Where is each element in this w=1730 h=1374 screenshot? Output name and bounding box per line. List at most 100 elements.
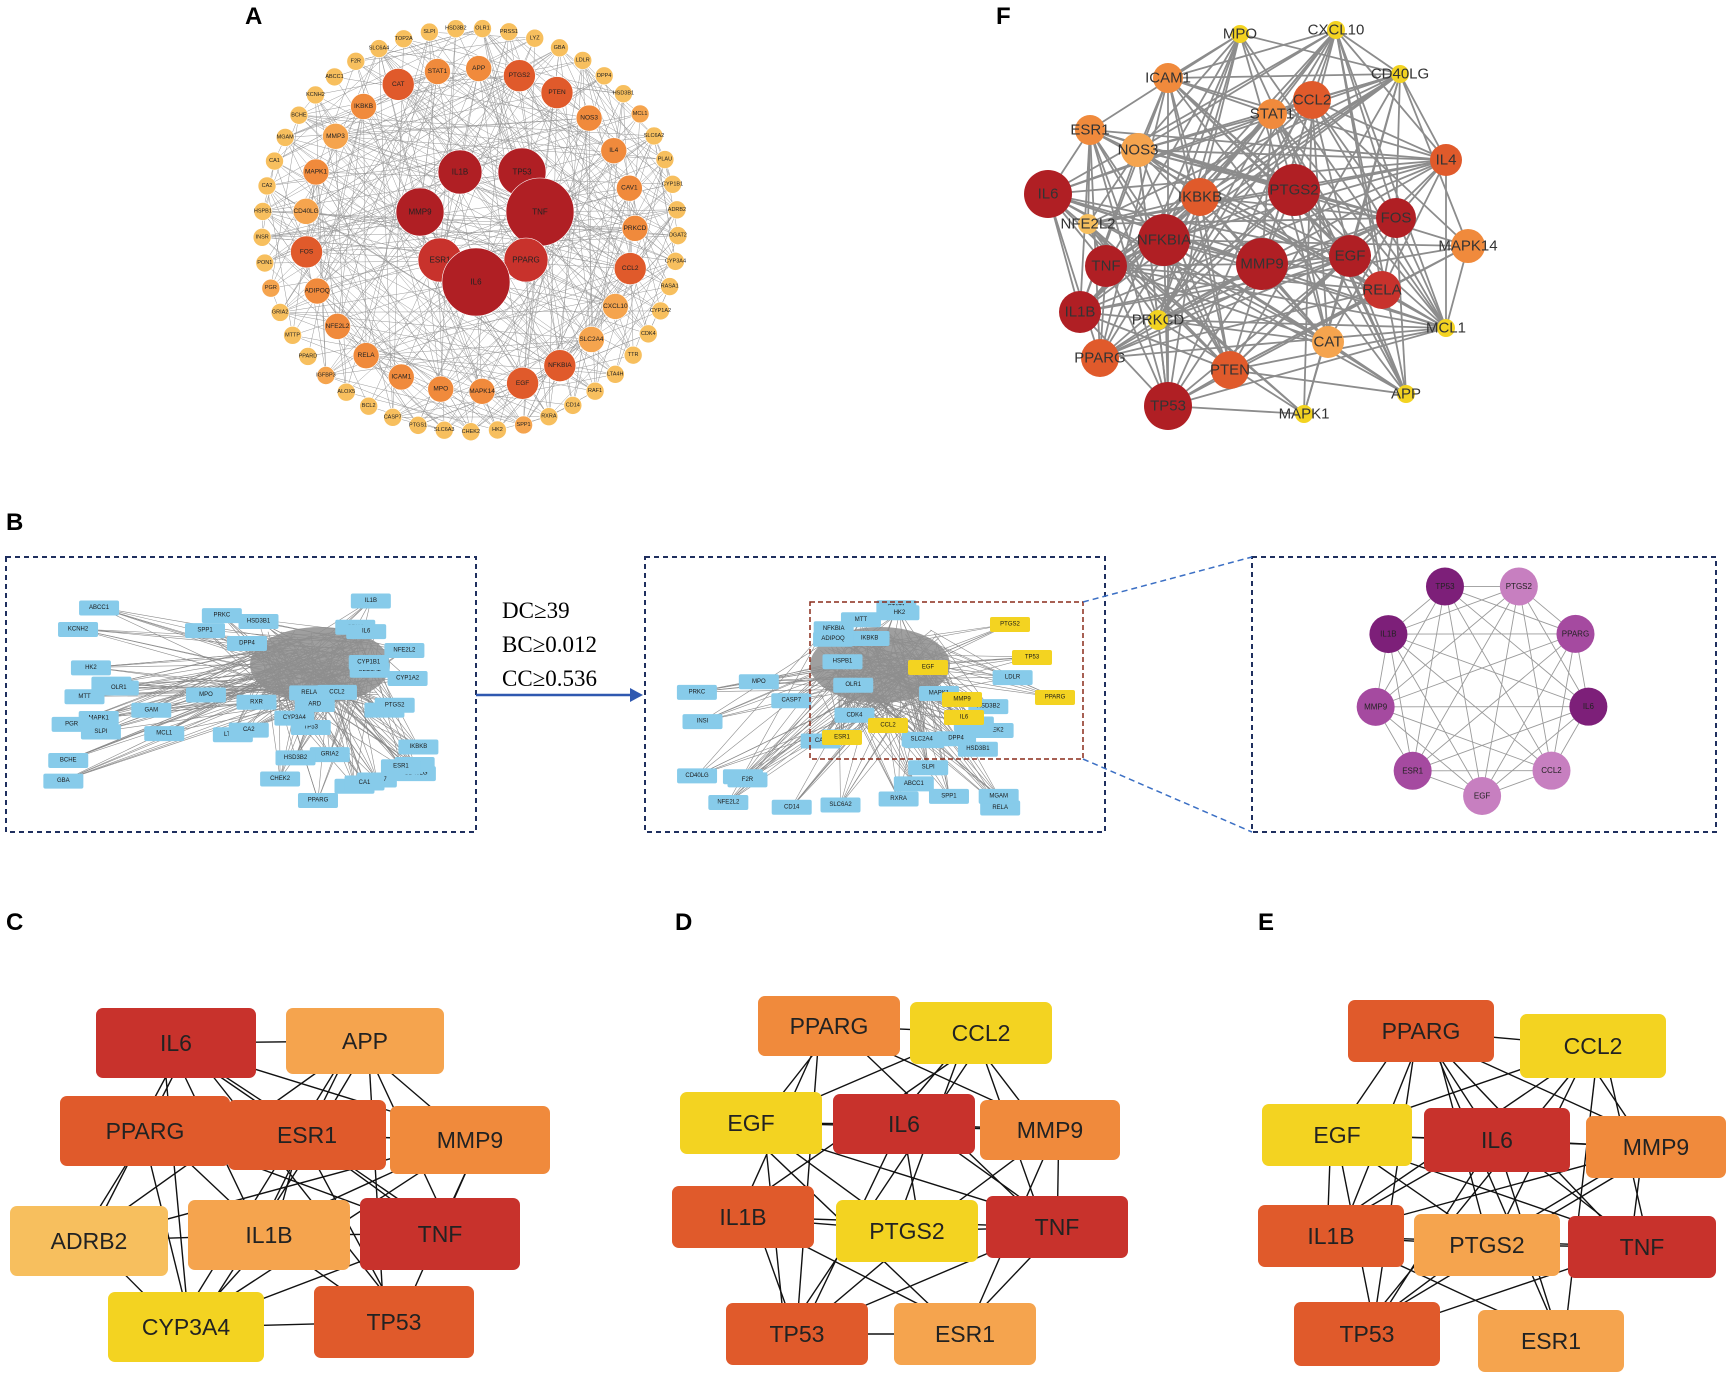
node-spp1	[514, 415, 533, 435]
node-egf	[1329, 235, 1371, 277]
hub-node-ccl2	[1520, 1014, 1666, 1078]
box-node-label-tp53: TP53	[1025, 655, 1040, 661]
node-icam1	[1153, 63, 1183, 93]
hub-node-label-egf: EGF	[1313, 1122, 1360, 1148]
network-edge	[1167, 196, 1201, 407]
box-node-label-adipoq: ADIPOQ	[821, 636, 845, 642]
hub-node-label-app: APP	[342, 1028, 388, 1054]
network-edge	[317, 290, 498, 431]
node-label-dpp4: DPP4	[597, 73, 611, 79]
hub-node-label-esr1: ESR1	[277, 1122, 337, 1148]
node-label-rela: RELA	[358, 352, 376, 359]
network-edge	[307, 106, 364, 357]
network-edge	[785, 1032, 988, 1335]
node-label-chek2: CHEK2	[462, 429, 480, 435]
node-fos	[290, 235, 323, 269]
network-edge	[306, 48, 380, 252]
hub-node-label-tp53: TP53	[770, 1321, 825, 1347]
hub-node-label-adrb2: ADRB2	[51, 1228, 128, 1254]
hub-node-egf	[680, 1092, 822, 1154]
node-il1b	[1059, 291, 1101, 333]
network-edge	[266, 185, 402, 378]
node-label-cat: CAT	[1314, 334, 1343, 351]
box-node-label-mapk1: MAPK1	[89, 715, 110, 721]
box-node-mpo	[738, 674, 779, 690]
network-edge	[702, 672, 835, 722]
hub-node-label-il1b: IL1B	[1307, 1223, 1354, 1249]
node-label-cyp3a4: CYP3A4	[665, 258, 686, 264]
box-node-chek2	[260, 771, 301, 787]
network-edge	[1375, 706, 1483, 797]
network-edge	[588, 118, 592, 340]
box-node-label-mpo: MPO	[199, 692, 213, 698]
node-label-mttp: MTTP	[285, 332, 300, 338]
hub-node-tp53	[726, 1303, 868, 1365]
network-edge	[1412, 586, 1520, 772]
network-edge	[306, 235, 678, 253]
criterion-dc: DC≥39	[502, 598, 570, 623]
node-slpi	[420, 22, 439, 42]
network-edge	[820, 693, 842, 737]
node-label-mmp3: MMP3	[326, 133, 345, 140]
node-label-app: APP	[472, 65, 485, 72]
node-label-nfe2l2: NFE2L2	[326, 323, 350, 330]
node-label-rasa1: RASA1	[661, 284, 679, 290]
node-ikbkb	[1181, 178, 1219, 216]
node-label-ccl2: CCL2	[1293, 92, 1331, 109]
network-edge	[1399, 73, 1447, 161]
network-edge	[355, 38, 535, 62]
node-label-il1b: IL1B	[452, 168, 468, 177]
box-node-dpp4	[226, 635, 267, 651]
network-edge	[1311, 99, 1447, 161]
box-node-pparg	[297, 793, 338, 809]
node-label-dgat2: DGAT2	[669, 233, 687, 239]
network-edge	[1395, 73, 1401, 219]
network-edge	[522, 333, 649, 384]
network-edge	[1481, 586, 1520, 797]
network-edge	[1311, 99, 1397, 219]
hub-node-tnf	[1568, 1216, 1716, 1278]
ring-node-egf	[1463, 776, 1502, 815]
box-node-label-mcl1: MCL1	[156, 731, 173, 737]
node-bcl2	[359, 396, 378, 416]
network-edge	[470, 209, 678, 432]
node-label-raf1: RAF1	[588, 388, 602, 394]
network-edge	[363, 106, 631, 269]
box-node-ccl2	[868, 718, 908, 733]
node-app	[1397, 385, 1415, 403]
network-edge	[261, 161, 275, 238]
node-mcl1	[1437, 319, 1455, 337]
hub-node-pparg	[758, 996, 900, 1056]
node-top2a	[394, 29, 413, 49]
hub-node-label-il6: IL6	[160, 1030, 192, 1056]
network-edge	[306, 209, 677, 253]
node-label-fos: FOS	[1381, 210, 1412, 227]
network-edge	[572, 188, 630, 406]
node-cyp3a4	[666, 252, 685, 271]
hub-node-label-pparg: PPARG	[1382, 1018, 1461, 1044]
box-node-label-rxr: RXR	[250, 699, 263, 705]
node-label-top2a: TOP2A	[395, 36, 413, 42]
node-plau	[655, 150, 675, 169]
network-edge	[378, 48, 634, 356]
network-edge	[1099, 263, 1263, 359]
network-edge	[368, 405, 445, 431]
network-edge	[1327, 217, 1397, 343]
filter-arrow-head	[630, 688, 643, 702]
hub-node-label-esr1: ESR1	[1521, 1328, 1581, 1354]
ring-node-label-ptgs2: PTGS2	[1506, 582, 1533, 591]
network-edge	[1444, 586, 1576, 635]
network-edge	[1079, 255, 1351, 313]
node-mmp9	[395, 187, 445, 237]
hub-node-label-tnf: TNF	[1035, 1214, 1080, 1240]
network-edge	[1375, 706, 1552, 772]
node-label-mpo: MPO	[1223, 26, 1257, 43]
node-dgat2	[668, 226, 688, 245]
box-node-label-cd14: CD14	[784, 804, 800, 810]
node-alox5	[336, 382, 356, 402]
network-edge	[1551, 633, 1576, 771]
network-edge	[378, 48, 561, 366]
box-node-gam	[131, 702, 172, 718]
network-edge	[368, 38, 535, 407]
network-edge	[702, 669, 825, 722]
